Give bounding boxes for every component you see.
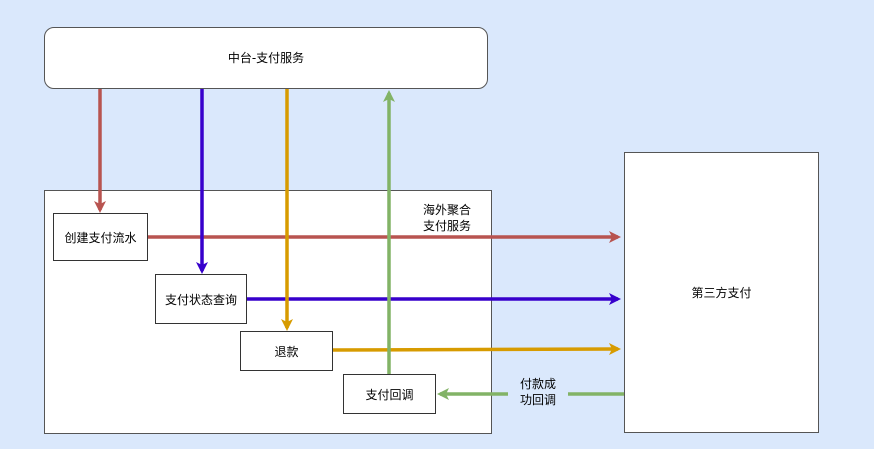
payment-callback-node: 支付回调: [343, 374, 436, 414]
refund-node: 退款: [240, 331, 333, 371]
third-party-payment-label: 第三方支付: [691, 285, 752, 300]
overseas-service-label-line2: 支付服务: [422, 219, 471, 233]
payment-success-label-line2: 功回调: [519, 393, 556, 407]
third-party-payment: 第三方支付: [624, 152, 819, 433]
middle-platform-payment-service: 中台-支付服务: [44, 27, 488, 89]
middle-platform-label: 中台-支付服务: [227, 51, 305, 65]
overseas-service-label-line1: 海外聚合: [422, 203, 471, 217]
payment-status-query-node: 支付状态查询: [155, 274, 247, 324]
payment-success-callback-label: 付款成 功回调: [508, 376, 568, 408]
create-payment-flow-node: 创建支付流水: [53, 213, 148, 261]
overseas-service-label: 海外聚合 支付服务: [412, 202, 482, 234]
payment-success-label-line1: 付款成: [519, 377, 556, 391]
